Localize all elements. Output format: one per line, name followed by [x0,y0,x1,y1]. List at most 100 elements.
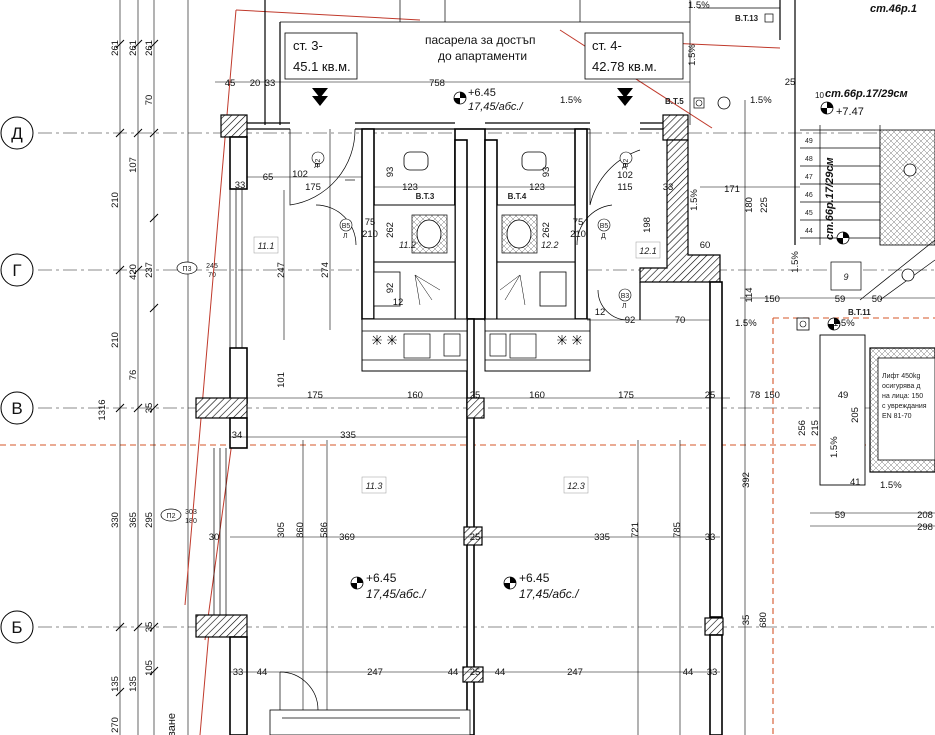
bt11-label: В.Т.11 [848,308,871,317]
slope-6: 1.5% [880,480,902,491]
dim-w335b: 335 [594,532,610,543]
axis-label-d: Д [11,124,23,143]
dim-h225: 225 [759,197,770,213]
dim-w34: 34 [232,430,243,441]
dim-left-inner-5: 295 [144,512,155,528]
dim-w175b: 175 [618,390,634,401]
dim-left-inner-1: 261 [144,40,155,56]
dim-left-outer-6: 270 [110,717,121,733]
room-12-1: 12.1 [639,246,657,256]
dim-h680: 680 [758,612,769,628]
elevator-line-1: Лифт 450kg [882,373,920,380]
svg-text:33: 33 [233,667,244,678]
slope-2: 1.5% [750,95,772,106]
kitchen-left [361,318,468,372]
elevator-line-5: EN 81-70 [882,413,912,420]
svg-text:48: 48 [805,156,813,163]
dim-left-inner-6: 35 [144,622,155,633]
dim-w78: 78 [750,390,761,401]
level-entrance: +6.45 [468,87,496,99]
dim-h721: 721 [630,522,641,538]
dim-h305: 305 [276,522,287,538]
svg-text:Л: Л [343,233,348,240]
stair-num-10: 10 [815,91,824,100]
entrance-details: В.Т.5 1.5% 1.5% 33 60 198 [642,44,731,251]
dim-w59: 59 [835,294,846,305]
dim-h860: 860 [295,522,306,538]
slope-1: 1.5% [560,95,582,106]
svg-text:25: 25 [705,390,716,401]
axis-label-g: Г [12,261,21,280]
dim-w65: 65 [263,172,274,183]
dim-w75a: 75 [365,217,376,228]
stair-num-9: 9 [843,272,848,282]
elevator-line-2: осигурява д [882,383,920,390]
bathroom-right: В.Т.4 12.2 [484,128,588,321]
elevator-line-3: на лица: 150 [882,393,923,400]
elevator-area: Лифт 450kg осигурява д на лица: 150 с ув… [735,308,935,533]
slope-top: 1.5% [688,0,710,11]
svg-text:33: 33 [705,532,716,543]
bt3-label: В.Т.3 [416,192,435,201]
dim-w198: 198 [642,217,653,233]
svg-text:12: 12 [393,297,404,308]
dim-left-outer-4: 330 [110,512,121,528]
dim-top-25: 25 [785,77,796,88]
unit-4-area: 42.78 кв.м. [592,59,657,74]
label-vane: ване [166,713,178,735]
exterior-walls [195,114,724,735]
svg-text:П3: П3 [183,266,192,273]
bt4-label: В.Т.4 [508,192,527,201]
svg-text:Д: Д [601,233,606,240]
red-reference-lines [184,9,781,735]
svg-text:Л: Л [314,163,319,170]
dim-left-inner-7: 105 [144,660,155,676]
slope-5: 1.5% [735,318,757,329]
unit-4-name: ст. 4- [592,38,622,53]
room-labels: 11.1 12.1 11.3 12.3 [253,236,661,494]
dim-w215: 215 [810,420,821,436]
dim-left-inner-4: 35 [144,403,155,414]
dim-w160a: 160 [407,390,423,401]
dim-h247: 247 [276,262,287,278]
dim-h114: 114 [744,287,755,302]
dim-w298: 298 [917,522,933,533]
dim-w25c: 25 [470,667,481,678]
svg-text:303: 303 [185,509,197,516]
svg-text:В5: В5 [342,223,351,230]
svg-text:В3: В3 [621,293,630,300]
dim-left-inner-2: 70 [144,95,155,106]
dim-left-mid-1: 261 [128,40,139,56]
dim-w33b: 33 [707,667,718,678]
stair-label-1: ст.66р.17/29см [825,88,908,100]
dim-w150: 150 [764,294,780,305]
dim-h274: 274 [320,262,331,278]
room-11-3: 11.3 [366,481,383,491]
svg-text:33: 33 [235,180,246,191]
dim-w33: 33 [663,182,674,193]
svg-text:44: 44 [495,667,506,678]
level-marks: +6.45 17,45/абс./ +6.45 17,45/абс./ [350,571,580,601]
dim-h392: 392 [741,472,752,488]
bathroom-left: В.Т.3 11.2 [361,128,468,321]
dim-h586: 586 [319,522,330,538]
room-11-2: 11.2 [399,240,416,250]
svg-text:В2: В2 [315,159,322,168]
dim-w205: 205 [850,407,861,423]
slope-4: 1.5% [833,318,855,329]
dim-w75b: 75 [573,217,584,228]
room-12-3: 12.3 [567,481,585,491]
dim-left-mid-5: 365 [128,512,139,528]
dim-w12: 12 [595,307,606,318]
dim-w175a: 175 [307,390,323,401]
svg-text:45: 45 [805,210,813,217]
svg-text:Д: Д [622,163,627,170]
stair-label-2: ст.66р.17/29см [824,157,836,240]
elevator-line-4: с увреждания [882,403,927,410]
dim-top-758: 758 [429,78,445,89]
level-room-left-abs: 17,45/абс./ [366,587,427,601]
dim-w60: 60 [700,240,711,251]
svg-text:46: 46 [805,192,813,199]
unit-3-name: ст. 3- [293,38,323,53]
dim-w25b: 25 [470,532,481,543]
